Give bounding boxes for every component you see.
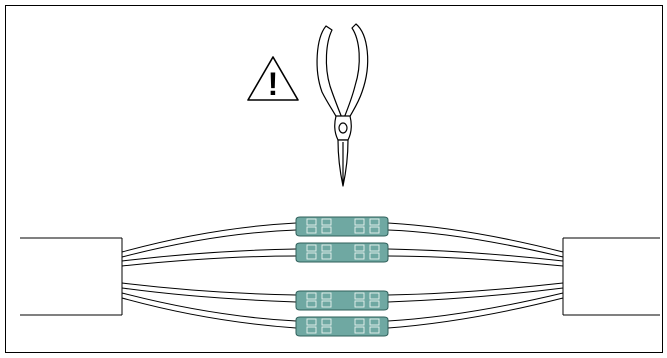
right-cable — [562, 237, 660, 316]
splice-connector — [295, 290, 389, 311]
splice-connector — [295, 216, 389, 237]
wires — [121, 222, 564, 329]
pliers-icon — [316, 23, 369, 187]
left-cable — [20, 237, 123, 316]
splice-connectors — [295, 216, 389, 337]
warning-triangle-icon: ! — [247, 56, 299, 102]
splice-connector — [295, 242, 389, 263]
warning-exclamation: ! — [268, 66, 279, 102]
splice-connector — [295, 316, 389, 337]
